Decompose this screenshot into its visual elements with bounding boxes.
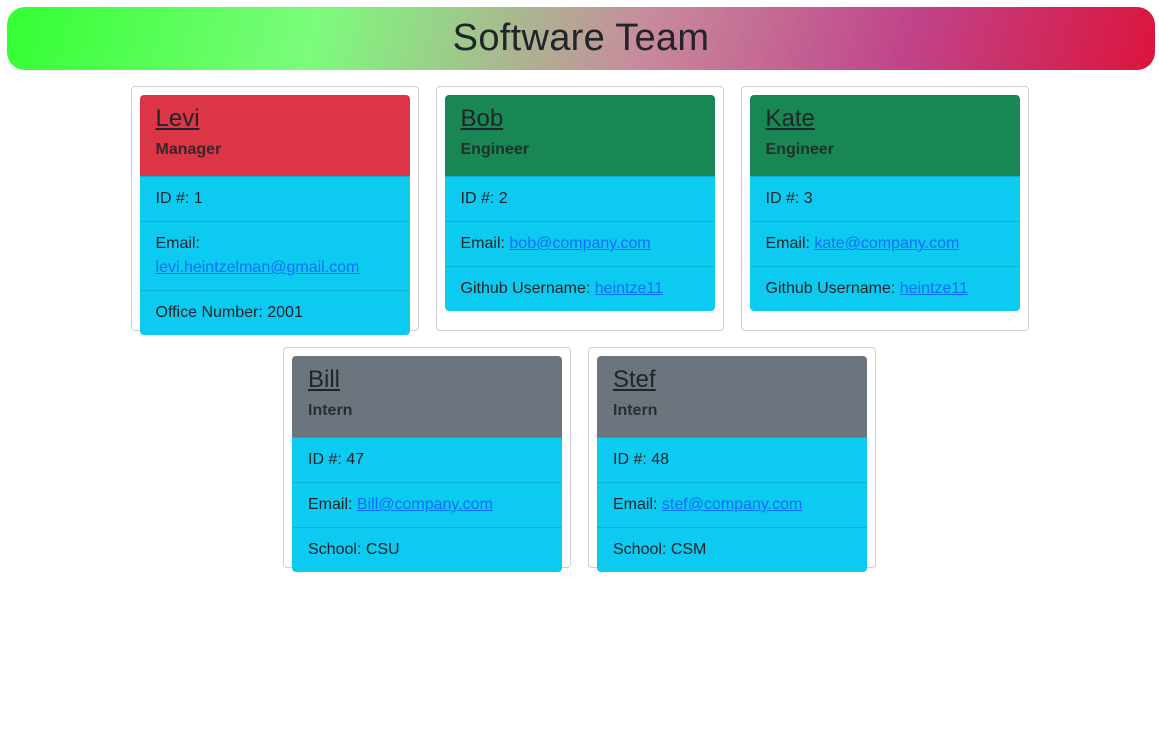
employee-school-row: School: CSM [597,527,867,572]
employee-name: Levi [155,105,200,132]
employee-card-bob: Bob Engineer ID #: 2 Email: bob@company.… [435,86,724,331]
employee-school-row: School: CSU [292,527,562,572]
github-label: Github Username: [765,280,900,297]
employee-id-row: ID #: 1 [139,176,410,221]
card-header: Levi Manager [139,95,410,176]
id-value: 1 [193,190,203,207]
card: Stef Intern ID #: 48 Email: stef@company… [597,356,867,572]
github-link[interactable]: heintze11 [899,280,968,297]
email-link[interactable]: Bill@company.com [356,496,493,513]
school-value: CSU [365,541,400,558]
employee-name: Bill [308,366,341,393]
employee-card-bill: Bill Intern ID #: 47 Email: Bill@company… [283,347,571,572]
email-label: Email: [613,496,662,513]
id-label: ID #: [460,190,499,207]
employee-name: Kate [765,105,815,132]
employee-id-row: ID #: 48 [597,437,867,482]
email-link[interactable]: bob@company.com [509,235,651,252]
page-title: Software Team [452,17,710,59]
card: Bob Engineer ID #: 2 Email: bob@company.… [444,95,715,311]
card-header: Kate Engineer [749,95,1020,176]
employee-email-row: Email: stef@company.com [597,482,867,527]
card: Kate Engineer ID #: 3 Email: kate@compan… [749,95,1020,311]
employee-github-row: Github Username: heintze11 [749,266,1020,311]
id-value: 2 [498,190,508,207]
id-label: ID #: [308,451,347,468]
employee-name: Bob [460,105,504,132]
employee-role: Manager [155,141,222,158]
school-label: School: [613,541,671,558]
employee-id-row: ID #: 2 [444,176,715,221]
school-label: School: [308,541,366,558]
employee-role: Engineer [460,141,529,158]
card: Levi Manager ID #: 1 Email: levi.heintze… [139,95,410,335]
employee-role: Intern [308,402,353,419]
id-value: 47 [346,451,365,468]
id-label: ID #: [155,190,194,207]
office-value: 2001 [267,304,303,321]
team-row-2: Bill Intern ID #: 47 Email: Bill@company… [0,347,1159,572]
employee-email-row: Email: bob@company.com [444,221,715,266]
card-header: Bill Intern [292,356,562,437]
github-label: Github Username: [460,280,595,297]
card-header: Bob Engineer [444,95,715,176]
id-label: ID #: [765,190,804,207]
card-header: Stef Intern [597,356,867,437]
id-value: 3 [803,190,813,207]
email-link[interactable]: kate@company.com [814,235,960,252]
employee-id-row: ID #: 47 [292,437,562,482]
page-header: Software Team [7,7,1155,70]
office-label: Office Number: [155,304,268,321]
email-label: Email: [155,235,200,252]
team-row-1: Levi Manager ID #: 1 Email: levi.heintze… [0,86,1159,335]
id-value: 48 [651,451,670,468]
email-label: Email: [308,496,357,513]
id-label: ID #: [613,451,652,468]
school-value: CSM [670,541,707,558]
email-label: Email: [460,235,510,252]
email-link[interactable]: stef@company.com [661,496,803,513]
employee-github-row: Github Username: heintze11 [444,266,715,311]
employee-email-row: Email: Bill@company.com [292,482,562,527]
employee-name: Stef [613,366,656,393]
email-link[interactable]: levi.heintzelman@gmail.com [155,259,360,276]
employee-card-stef: Stef Intern ID #: 48 Email: stef@company… [588,347,876,572]
employee-office-row: Office Number: 2001 [139,290,410,335]
employee-email-row: Email: kate@company.com [749,221,1020,266]
card: Bill Intern ID #: 47 Email: Bill@company… [292,356,562,572]
employee-card-kate: Kate Engineer ID #: 3 Email: kate@compan… [740,86,1029,331]
github-link[interactable]: heintze11 [594,280,663,297]
employee-email-row: Email: levi.heintzelman@gmail.com [139,221,410,290]
email-label: Email: [765,235,815,252]
employee-role: Engineer [765,141,834,158]
employee-id-row: ID #: 3 [749,176,1020,221]
employee-card-levi: Levi Manager ID #: 1 Email: levi.heintze… [130,86,419,335]
employee-role: Intern [613,402,658,419]
